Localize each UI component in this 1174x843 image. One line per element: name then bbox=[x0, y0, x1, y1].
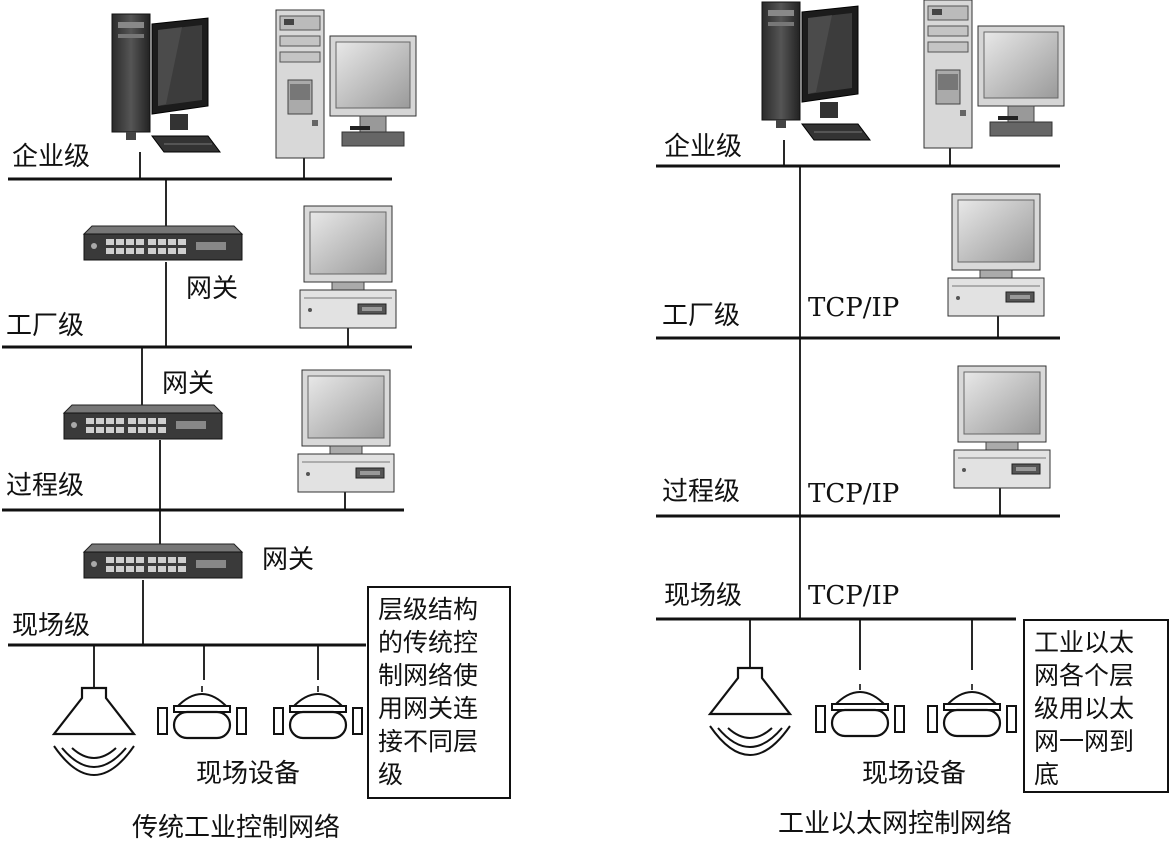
protocol-label: TCP/IP bbox=[808, 581, 899, 611]
left-caption: 传统工业控制网络 bbox=[132, 813, 340, 843]
level-label-process: 过程级 bbox=[6, 471, 84, 501]
network-switch-icon bbox=[63, 404, 223, 440]
note-line: 制网络使 bbox=[378, 661, 478, 690]
level-label-factory: 工厂级 bbox=[6, 311, 84, 341]
note-line: 网一网到 bbox=[1034, 727, 1134, 756]
note-line: 用网关连 bbox=[378, 694, 478, 723]
left-panel: 企业级 工厂级 过程级 现场级 网关 网关 网关 现场设备 层级结构 的传统控 … bbox=[2, 9, 511, 843]
note-box bbox=[1023, 619, 1169, 793]
note-box bbox=[367, 586, 511, 799]
right-caption: 工业以太网控制网络 bbox=[778, 809, 1012, 839]
tower-pc-icon bbox=[761, 1, 871, 141]
note-line: 底 bbox=[1034, 760, 1059, 789]
level-label-process: 过程级 bbox=[662, 477, 740, 507]
desktop-pc-icon bbox=[275, 9, 417, 159]
field-devices-label: 现场设备 bbox=[862, 759, 966, 789]
tower-pc-icon bbox=[111, 13, 221, 153]
note-line: 网各个层 bbox=[1034, 661, 1134, 690]
speaker-icon bbox=[52, 686, 136, 777]
note-line: 级 bbox=[378, 760, 403, 789]
note-line: 级用以太 bbox=[1034, 694, 1134, 723]
protocol-label: TCP/IP bbox=[808, 479, 899, 509]
sensor-icon bbox=[156, 684, 248, 740]
workstation-icon bbox=[299, 205, 397, 329]
gateway-label: 网关 bbox=[186, 274, 238, 304]
protocol-label: TCP/IP bbox=[808, 293, 899, 323]
workstation-icon bbox=[297, 369, 395, 493]
network-switch-icon bbox=[83, 225, 243, 261]
workstation-icon bbox=[953, 365, 1051, 489]
note-line: 工业以太 bbox=[1034, 628, 1134, 657]
level-label-enterprise: 企业级 bbox=[664, 132, 742, 162]
network-switch-icon bbox=[83, 543, 243, 579]
desktop-pc-icon bbox=[923, 0, 1065, 149]
level-label-field: 现场级 bbox=[664, 581, 742, 611]
sensor-icon bbox=[272, 684, 364, 740]
speaker-icon bbox=[708, 666, 792, 757]
level-label-enterprise: 企业级 bbox=[12, 142, 90, 172]
note-line: 接不同层 bbox=[378, 727, 478, 756]
field-devices-label: 现场设备 bbox=[196, 759, 300, 789]
gateway-label: 网关 bbox=[162, 369, 214, 399]
sensor-icon bbox=[926, 682, 1018, 738]
workstation-icon bbox=[947, 193, 1045, 317]
note-line: 的传统控 bbox=[378, 628, 478, 657]
level-label-factory: 工厂级 bbox=[662, 301, 740, 331]
sensor-icon bbox=[814, 682, 906, 738]
level-label-field: 现场级 bbox=[12, 611, 90, 641]
gateway-label: 网关 bbox=[262, 545, 314, 575]
right-panel: 企业级 工厂级 过程级 现场级 TCP/IP TCP/IP TCP/IP 现场设… bbox=[656, 0, 1169, 839]
note-line: 层级结构 bbox=[378, 595, 478, 624]
